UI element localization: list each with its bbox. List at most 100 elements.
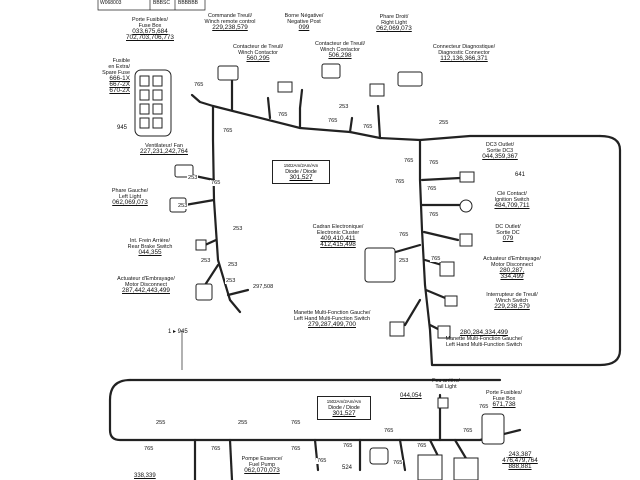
spare-fuse-v1: 666-1X	[109, 75, 130, 82]
winch-contactor-label: Contacteur de Treuil/ Winch Contactor 56…	[233, 44, 283, 62]
fuse-box-bottom-n: 671,738	[492, 401, 516, 408]
fuse-box-top-n2: 702,703,706,773	[126, 34, 174, 41]
winch-contactor2-en: Winch Contactor	[320, 47, 360, 53]
fuel-pump-fr: Pompe Essence/	[241, 456, 283, 462]
diode-box-2: 1502Am/2Am/Am Diode / Diode 301,527	[317, 396, 371, 420]
cluster-en: Electronic Cluster	[316, 230, 360, 236]
ignition-label: Clé Contact/ Ignition Switch 484,709,711	[494, 191, 529, 209]
diag-connector-en: Diagnostic Connector	[438, 50, 490, 56]
lh-switch-2-n: 280,284,334,499	[460, 329, 508, 336]
neg-post-fr: Borne Négative/	[284, 13, 324, 19]
fan-n: 227,231,242,764	[140, 148, 188, 155]
right-light-label: Phare Droit/ Right Light 062,069,073	[376, 14, 412, 32]
wire-label: 765	[290, 446, 302, 452]
motor-disconnect-r-n2: 334,499	[500, 273, 524, 280]
winch-switch-en: Winch Switch	[495, 298, 529, 304]
motor-disconnect-r-n1: 280,287,	[499, 267, 525, 274]
fuel-pump-en: Fuel Pump	[248, 462, 276, 468]
winch-contactor-fr: Contacteur de Treuil/	[232, 44, 284, 50]
main-harness-top	[190, 93, 602, 142]
rear-brake-en: Rear Brake Switch	[127, 244, 173, 250]
diode-box-1-code: 1502Am/2Am/Am	[283, 163, 319, 168]
rear-brake-n: 044,355	[138, 249, 162, 256]
lh-switch-2-label: 280,284,334,499 Manette Multi-Fonction G…	[445, 329, 523, 348]
tail-light-n: 044,054	[400, 393, 422, 399]
neg-post-n: 099	[298, 24, 310, 31]
diode-box-2-n: 301,527	[332, 410, 356, 417]
winch-contactor2-n: 506,298	[328, 52, 352, 59]
cluster-n1: 409,410,411	[320, 235, 356, 242]
left-light-n: 062,069,073	[112, 199, 148, 206]
cluster-label: Cadran Electronique/ Electronic Cluster …	[313, 224, 364, 248]
wire-945-top: 945	[117, 125, 128, 131]
motor-disconnect-r-fr: Actuateur d'Embrayage/	[483, 256, 541, 262]
wire-label: 765	[222, 128, 234, 134]
lh-switch-1-en: Left Hand Multi-Function Switch	[293, 316, 371, 322]
wire-label: 765	[430, 256, 442, 262]
wire-label: 765	[428, 160, 440, 166]
winch-contactor-en: Winch Contactor	[238, 50, 278, 56]
wire-label: 765	[143, 446, 155, 452]
diode-box-2-code: 1502Am/2Am/Am	[326, 399, 362, 404]
wire-label: 255	[438, 120, 450, 126]
diag-connector-fr: Connecteur Diagnostique/	[432, 44, 496, 50]
wire-label: 765	[462, 428, 474, 434]
bottom-right-n2: 476,479,764	[502, 457, 538, 464]
wire-label: 765	[398, 232, 410, 238]
fuse-box-top-n1: 033,675,684	[132, 28, 168, 35]
fuse-box-top-label: Porte Fusibles/ Fuse Box 033,675,684 702…	[126, 17, 174, 41]
winch-contactor2-label: Contacteur de Treuil/ Winch Contactor 50…	[315, 41, 365, 59]
winch-switch-n: 229,238,579	[494, 303, 530, 310]
winch-switch-label: Interrupteur de Treuil/ Winch Switch 229…	[486, 292, 538, 310]
right-light-fr: Phare Droit/	[379, 14, 409, 20]
wire-label: 253	[227, 262, 239, 268]
dc-outlet-label: DC Outlet/ Sortie DC 079	[495, 224, 520, 242]
lh-switch-2-en: Left Hand Multi-Function Switch	[445, 342, 523, 348]
wire-label: 255	[237, 420, 249, 426]
wire-label: 253	[398, 258, 410, 264]
diag-connector-label: Connecteur Diagnostique/ Diagnostic Conn…	[433, 44, 495, 62]
ignition-en: Ignition Switch	[494, 197, 530, 203]
right-light-en: Right Light	[381, 20, 407, 26]
winch-contactor2-fr: Contacteur de Treuil/	[314, 41, 366, 47]
fuel-pump-label: Pompe Essence/ Fuel Pump 062,070,073	[242, 456, 283, 474]
harness-left-vertical	[211, 104, 242, 314]
dc-outlet-en: Sortie DC	[496, 230, 520, 236]
wire-label: 765	[383, 428, 395, 434]
diode-box-2-l1: Diode / Diode	[328, 405, 360, 411]
fan-fr: Ventilateur/ Fan	[145, 143, 183, 149]
spare-fuse-l1: Fusible	[112, 58, 130, 64]
fuse-box-top-fr: Porte Fusibles/	[132, 17, 168, 23]
motor-disconnect-l-label: Actuateur d'Embrayage/ Motor Disconnect …	[117, 276, 175, 294]
spare-fuse-v2: 667-2X	[109, 81, 130, 88]
wire-label: 765	[362, 124, 374, 130]
fuse-box-bottom-en: Fuse Box	[492, 396, 516, 402]
wire-label: 765	[478, 404, 490, 410]
wire-label: 765	[327, 118, 339, 124]
wire-label: 765	[210, 180, 222, 186]
header-right: BBBBBB	[178, 0, 199, 6]
cluster-n2: 412,415,498	[320, 241, 356, 248]
wire-label: 297,508	[252, 284, 275, 290]
lh-switch-2-fr: Manette Multi-Fonction Gauche/	[445, 336, 523, 342]
motor-disconnect-l-fr: Actuateur d'Embrayage/	[117, 276, 175, 282]
ignition-n: 484,709,711	[494, 202, 530, 209]
bottom-524: 524	[342, 465, 353, 471]
tail-light-en: Tail Light	[435, 384, 457, 390]
bottom-left-number: 338,339	[134, 473, 156, 479]
wire-label: 253	[225, 278, 237, 284]
winch-remote-en: Winch remote control	[204, 19, 256, 25]
winch-remote-n: 229,238,579	[212, 24, 248, 31]
left-light-en: Left Light	[118, 194, 142, 200]
spare-fuse-v3: 670-2X	[109, 87, 130, 94]
wire-label: 765	[210, 446, 222, 452]
lh-switch-1-fr: Manette Multi-Fonction Gauche/	[293, 310, 371, 316]
bottom-right-n3: 888,881	[508, 463, 532, 470]
right-light-n: 062,069,073	[376, 25, 412, 32]
winch-contactor-n: 560,295	[246, 55, 270, 62]
winch-remote-label: Commande Treuil/ Winch remote control 22…	[205, 13, 256, 31]
lh-switch-1-label: Manette Multi-Fonction Gauche/ Left Hand…	[294, 310, 371, 328]
dc-outlet-fr: DC Outlet/	[495, 224, 521, 230]
